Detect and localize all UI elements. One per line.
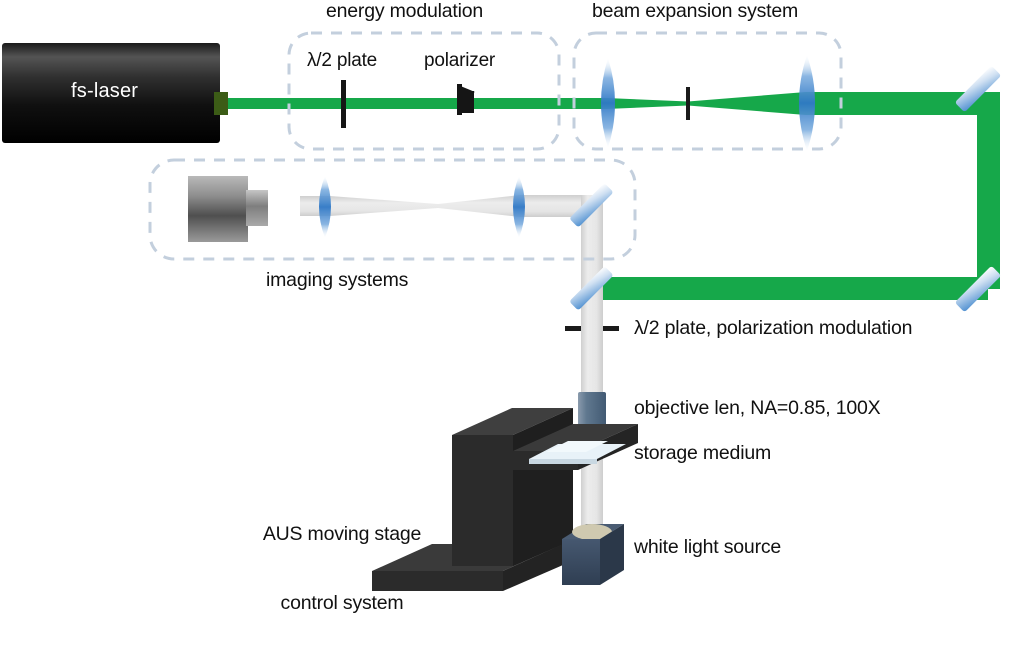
imaging-lens-2 [513,176,525,238]
beam-right-vertical [977,92,1000,289]
beam-segment-source [216,98,606,109]
expander-lens-1 [601,58,615,148]
mirror-imaging-fold [570,184,613,227]
optical-setup-diagram [2,31,1001,591]
polarizer-element [457,84,475,115]
mirror-top-right [955,66,1001,112]
imaging-lens-1 [319,176,331,238]
storage-medium [529,441,626,464]
wls-front-face [562,539,600,585]
label-beam-expansion-system: beam expansion system [592,0,799,22]
beam-expanded [806,92,988,115]
label-aus-line-1: AUS moving stage [262,523,422,545]
camera-detector [188,176,268,242]
beam-converging [606,98,688,109]
stage-arm-top [513,424,638,451]
stage-base-front [372,571,503,591]
polarization-halfwave-marks [565,326,619,331]
label-polarizer: polarizer [424,50,496,71]
pinhole-element [686,87,690,120]
energy-modulation-box [287,31,561,151]
imaging-beam-h2 [520,195,593,217]
imaging-beam-converging [330,196,438,216]
beam-diverging [688,92,806,115]
beam-bottom-horizontal [596,277,988,300]
label-half-wave-plate: λ/2 plate [307,50,378,71]
label-aus-moving-stage: AUS moving stage control system [249,477,435,661]
label-white-light-source: white light source [634,536,782,558]
mirror-bottom-right [955,266,1001,312]
white-beam-column [581,195,603,549]
label-energy-modulation: energy modulation [326,0,484,22]
label-fs-laser: fs-laser [71,80,139,102]
imaging-beam-diverging [438,195,520,217]
white-light-source [562,524,624,585]
label-storage-medium: storage medium [634,442,772,464]
stage-tower-front [452,435,513,566]
label-imaging-systems: imaging systems [266,269,409,291]
sample-substrate [546,441,608,452]
mirror-beam-turn-down [570,267,613,310]
wls-side-face [600,524,624,585]
label-polarization-modulation: λ/2 plate, polarization modulation [634,317,913,339]
half-wave-plate-element [341,80,346,128]
stage-tower-top [452,408,573,435]
fs-laser-body [2,43,228,143]
sample-holder-edge [529,459,597,464]
label-objective-lens: objective len, NA=0.85, 100X [634,397,881,419]
imaging-systems-box [148,158,637,261]
stage-base-side [503,544,563,591]
laser-output-port [214,92,228,115]
wls-emitter [572,524,612,540]
expander-lens-2 [799,55,815,151]
label-aus-line-2: control system [280,592,404,614]
figure-canvas: energy modulation beam expansion system … [2,0,1001,614]
green-beam-path [216,92,1000,300]
